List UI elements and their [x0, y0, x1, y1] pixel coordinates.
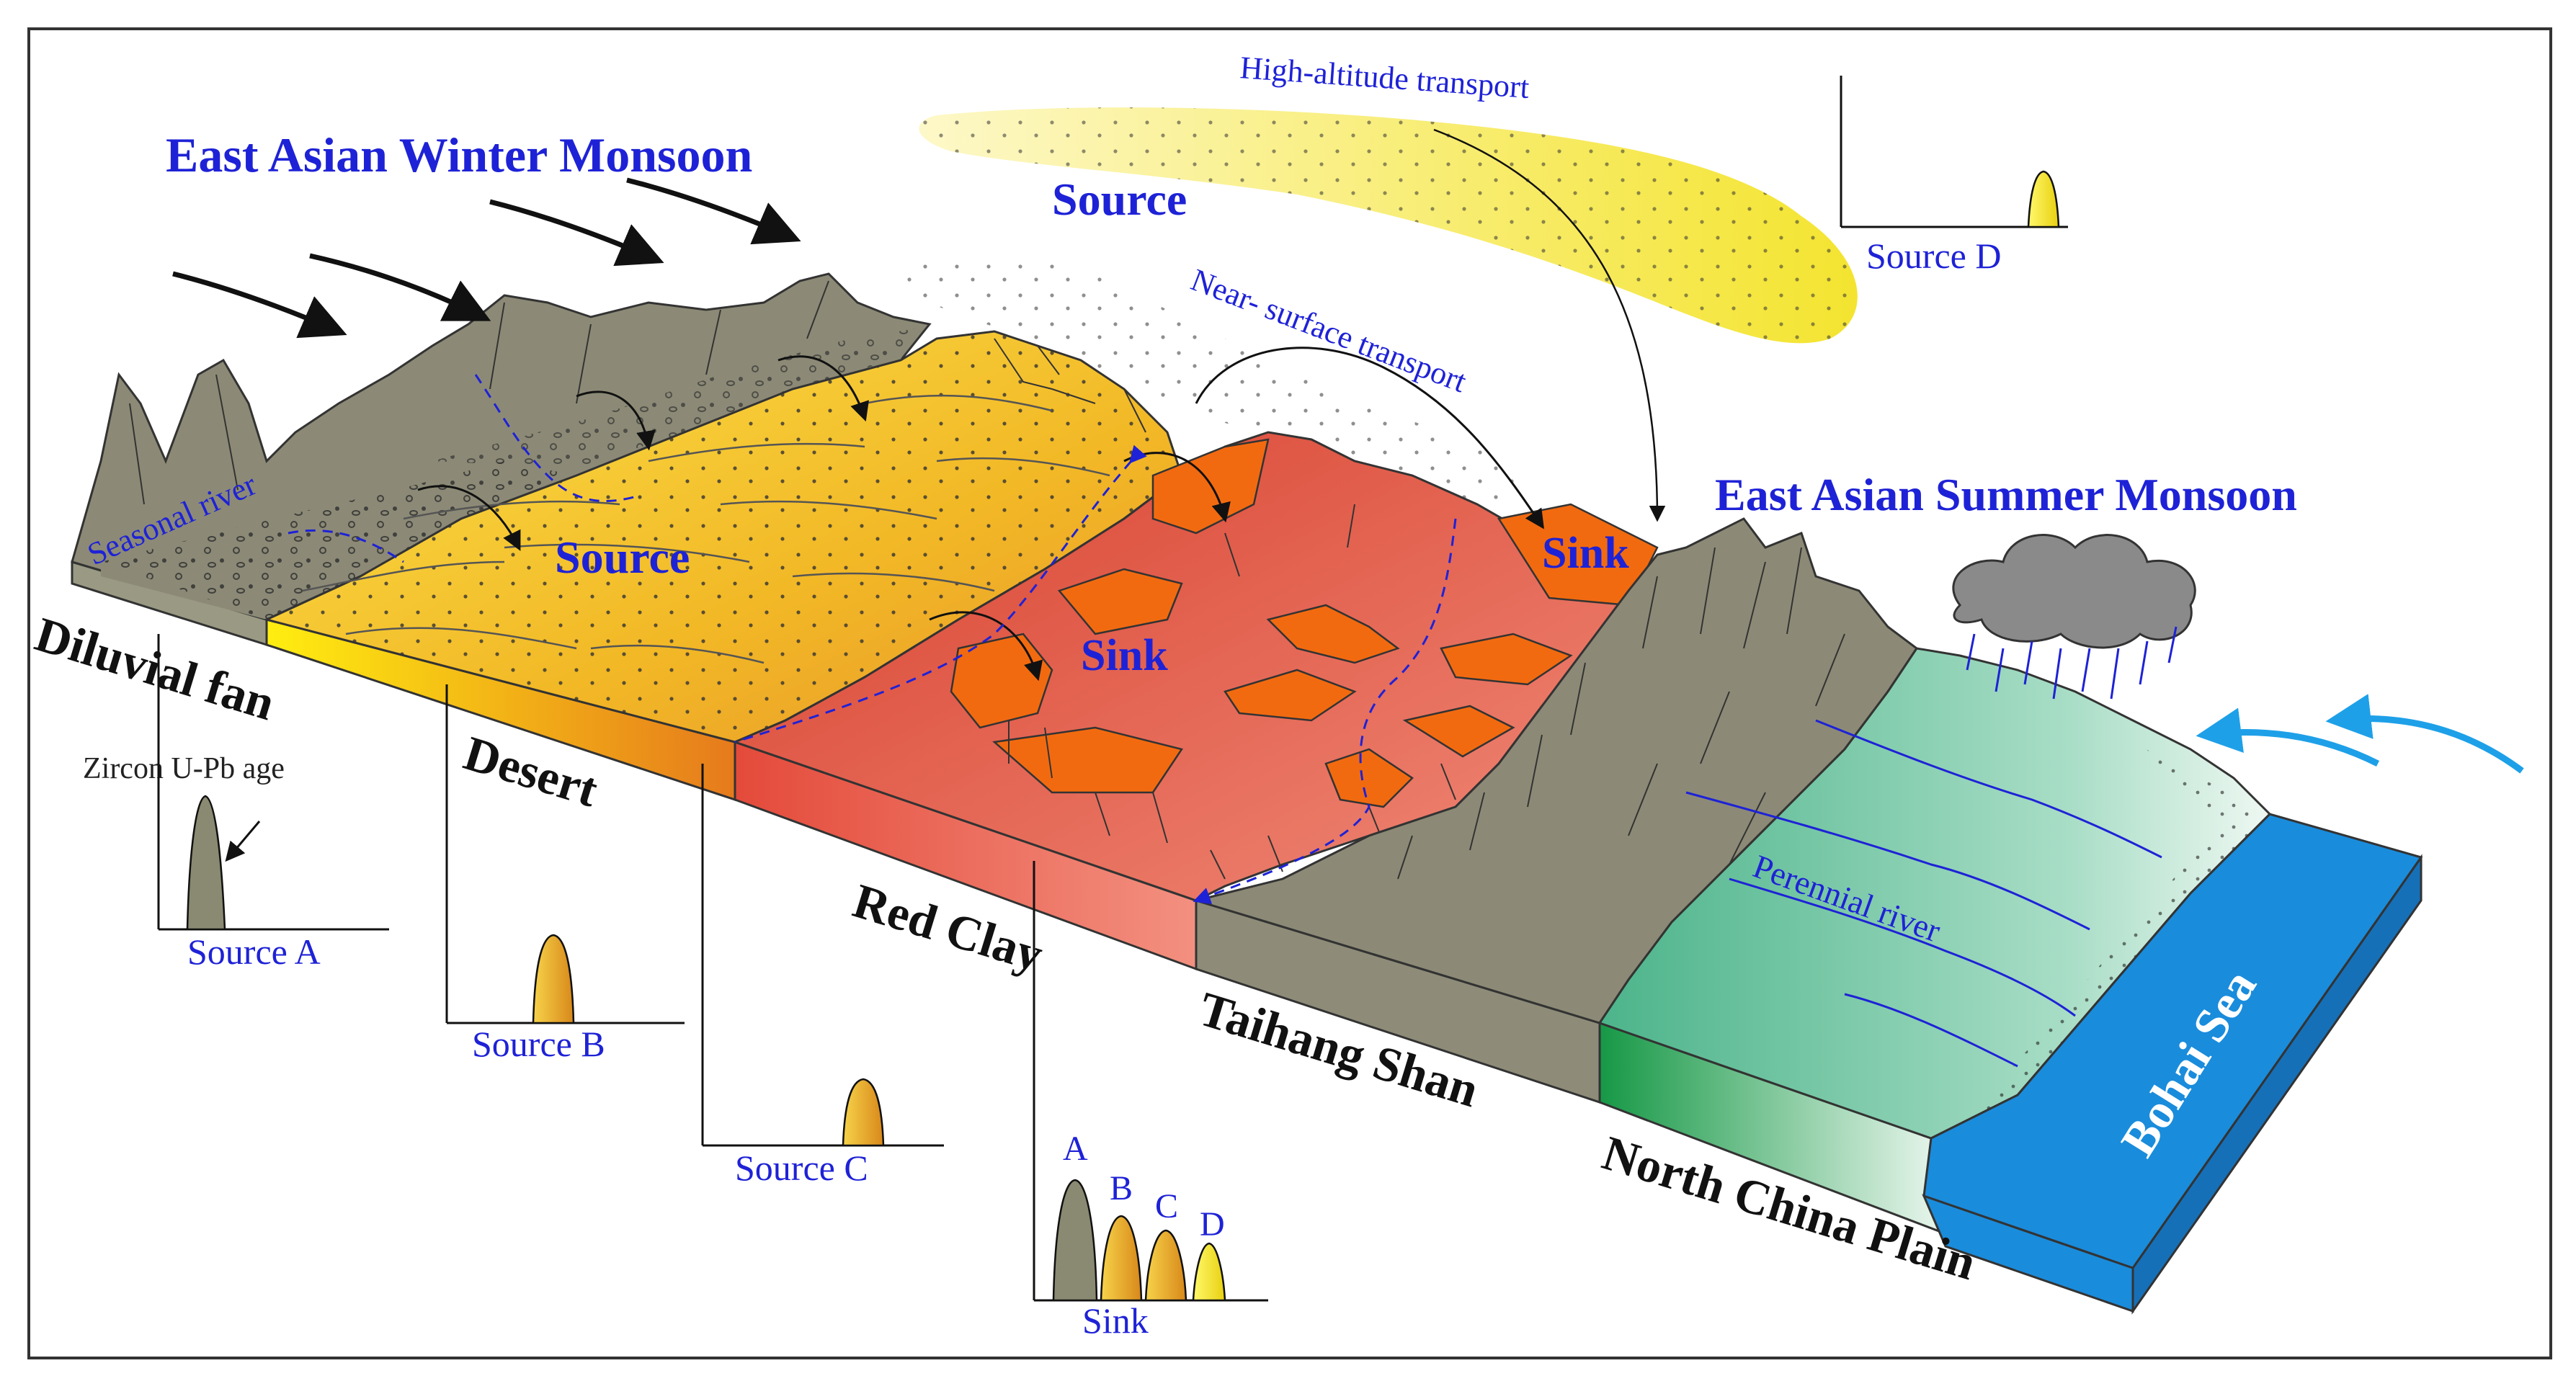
high-altitude-label: High-altitude transport — [1239, 50, 1530, 105]
rain-cloud — [1952, 534, 2196, 700]
gravel-fan — [101, 461, 576, 620]
sink-peak-b-label: B — [1110, 1169, 1133, 1207]
summer-monsoon-label: East Asian Summer Monsoon — [1715, 469, 2297, 520]
summer-monsoon-arrows — [2196, 694, 2524, 774]
red-clay-mesa-3 — [950, 633, 1053, 729]
sink-right-label: Sink — [1542, 529, 1629, 578]
sink-peak-c-label: C — [1155, 1187, 1178, 1225]
peak-c — [842, 1078, 885, 1147]
frame — [27, 27, 2552, 1359]
source-a-label: Source A — [187, 932, 321, 972]
source-upper-label: Source — [1052, 174, 1187, 225]
sink-plot-label: Sink — [1082, 1300, 1149, 1341]
source-d-label: Source D — [1866, 236, 2001, 276]
source-c-label: Source C — [735, 1148, 868, 1188]
peak-b — [532, 934, 575, 1024]
peak-a — [186, 795, 226, 931]
peak-d — [2027, 170, 2060, 228]
age-plot-b: Source B — [445, 684, 685, 1064]
dust-cloud — [886, 256, 1549, 504]
age-plot-c: Source C — [701, 764, 944, 1188]
source-desert-label: Source — [555, 532, 690, 583]
sink-peak-b — [1100, 1215, 1143, 1302]
age-plot-d: Source D — [1840, 76, 2068, 276]
sink-peak-a-label: A — [1063, 1130, 1088, 1168]
sink-center-label: Sink — [1081, 631, 1168, 680]
source-b-label: Source B — [472, 1024, 605, 1064]
zircon-label: Zircon U-Pb age — [83, 752, 285, 785]
sink-peak-a — [1052, 1179, 1098, 1302]
sink-age-plot: A B C D Sink — [1033, 861, 1268, 1341]
transport-arrows — [417, 128, 1666, 682]
sink-peak-c — [1144, 1229, 1187, 1302]
winter-monsoon-arrows — [172, 177, 801, 339]
red-clay-mesa-2 — [1057, 568, 1183, 635]
diluvial-fan-region — [71, 272, 932, 621]
sink-peak-d — [1192, 1242, 1226, 1302]
winter-monsoon-label: East Asian Winter Monsoon — [166, 128, 752, 182]
red-clay-mesa-4 — [992, 726, 1184, 794]
sink-peak-d-label: D — [1200, 1205, 1225, 1243]
seasonal-rivers — [288, 374, 1457, 904]
age-plot-a: Source A — [157, 634, 389, 972]
bohai-sea-surface — [1922, 813, 2423, 1269]
red-clay-region — [731, 431, 1659, 902]
